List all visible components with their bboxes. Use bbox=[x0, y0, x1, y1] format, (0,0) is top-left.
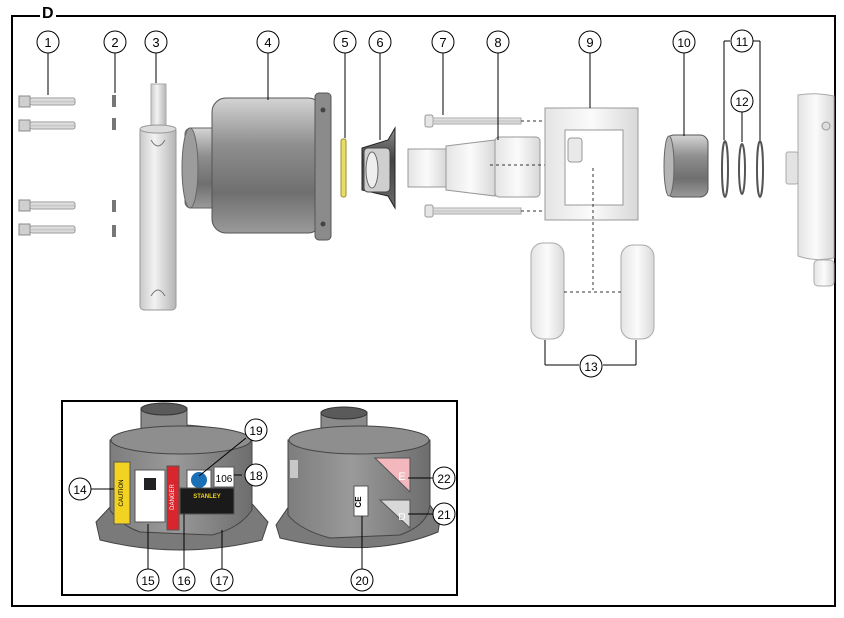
danger-label bbox=[166, 465, 180, 531]
callout-1: 1 bbox=[36, 30, 60, 54]
callout-4-label: 4 bbox=[264, 35, 271, 50]
yoke-part-9 bbox=[544, 107, 639, 290]
screws-part-1 bbox=[18, 95, 76, 236]
callout-12: 12 bbox=[730, 89, 754, 113]
output-housing bbox=[785, 93, 835, 287]
callout-5-label: 5 bbox=[341, 35, 348, 50]
callout-7-label: 7 bbox=[439, 35, 446, 50]
ce-label bbox=[353, 485, 369, 517]
callout-13-label: 13 bbox=[584, 360, 598, 374]
cylinder-housing-part-4 bbox=[181, 92, 332, 241]
brand-text: STANLEY bbox=[193, 494, 221, 500]
callout-19-label: 19 bbox=[249, 424, 263, 438]
callout-7: 7 bbox=[431, 30, 455, 54]
callout-5: 5 bbox=[333, 30, 357, 54]
callout-20-label: 20 bbox=[355, 574, 369, 588]
callout-6: 6 bbox=[368, 30, 392, 54]
callout-16-label: 16 bbox=[177, 574, 191, 588]
callout-11-label: 11 bbox=[736, 35, 749, 49]
callout-15: 15 bbox=[136, 568, 160, 592]
e-label bbox=[373, 457, 411, 494]
callout-21: 21 bbox=[432, 502, 456, 526]
pins-part-2 bbox=[112, 95, 116, 237]
seal-part-5 bbox=[340, 138, 347, 198]
callout-10-label: 10 bbox=[677, 36, 691, 50]
rings-part-11-12 bbox=[721, 140, 764, 198]
callout-1-label: 1 bbox=[44, 35, 51, 50]
callout-17: 17 bbox=[210, 568, 234, 592]
callout-2: 2 bbox=[103, 30, 127, 54]
leader-lines bbox=[47, 40, 761, 142]
bushing-part-6 bbox=[361, 126, 396, 210]
outer-frame bbox=[11, 15, 836, 607]
callout-3-label: 3 bbox=[152, 35, 159, 50]
callout-12-label: 12 bbox=[735, 95, 749, 109]
bearing-part-10 bbox=[663, 134, 709, 198]
long-bolts-part-7 bbox=[424, 114, 548, 218]
callout-18: 18 bbox=[244, 463, 268, 487]
caution-label bbox=[113, 461, 131, 525]
callout-14-label: 14 bbox=[73, 483, 87, 497]
callout-4: 4 bbox=[256, 30, 280, 54]
callout-9: 9 bbox=[578, 30, 602, 54]
callout-3: 3 bbox=[144, 30, 168, 54]
callout-16: 16 bbox=[172, 568, 196, 592]
callout-8: 8 bbox=[486, 30, 510, 54]
callout-18-label: 18 bbox=[249, 469, 263, 483]
section-letter: D bbox=[40, 5, 56, 23]
info-icon bbox=[191, 472, 207, 488]
d-text: D bbox=[398, 512, 405, 523]
callout-10: 10 bbox=[672, 30, 696, 54]
e-text: E bbox=[398, 471, 405, 483]
callouts-inset: 14 15 16 17 18 19 20 21 22 bbox=[68, 418, 456, 592]
caution-text: CAUTION bbox=[119, 480, 125, 507]
brand-plate bbox=[179, 487, 235, 515]
rollers-part-13 bbox=[530, 242, 655, 366]
housing-back-view: CE E D bbox=[275, 406, 441, 549]
callout-17-label: 17 bbox=[215, 574, 229, 588]
housing-front-view: CAUTION DANGER 106 STANLEY bbox=[95, 402, 269, 551]
callout-22: 22 bbox=[432, 466, 456, 490]
callout-22-label: 22 bbox=[437, 472, 451, 486]
noise-label bbox=[213, 466, 235, 488]
callout-19: 19 bbox=[244, 418, 268, 442]
callout-14: 14 bbox=[68, 477, 92, 501]
callout-9-label: 9 bbox=[586, 35, 593, 50]
callout-21-label: 21 bbox=[437, 508, 451, 522]
callout-6-label: 6 bbox=[376, 35, 383, 50]
ce-text: CE bbox=[354, 496, 363, 508]
callout-2-label: 2 bbox=[111, 35, 118, 50]
shaft-part-8 bbox=[407, 136, 560, 198]
callout-11: 11 bbox=[730, 29, 754, 53]
callout-20: 20 bbox=[350, 568, 374, 592]
callout-8-label: 8 bbox=[494, 35, 501, 50]
danger-text: DANGER bbox=[170, 483, 176, 509]
callout-15-label: 15 bbox=[141, 574, 155, 588]
callouts-top: 1 2 3 4 5 6 7 8 9 10 11 12 13 bbox=[36, 29, 754, 378]
callout-13: 13 bbox=[579, 354, 603, 378]
noise-value: 106 bbox=[216, 474, 233, 485]
handle-tube-part-3 bbox=[139, 83, 177, 311]
